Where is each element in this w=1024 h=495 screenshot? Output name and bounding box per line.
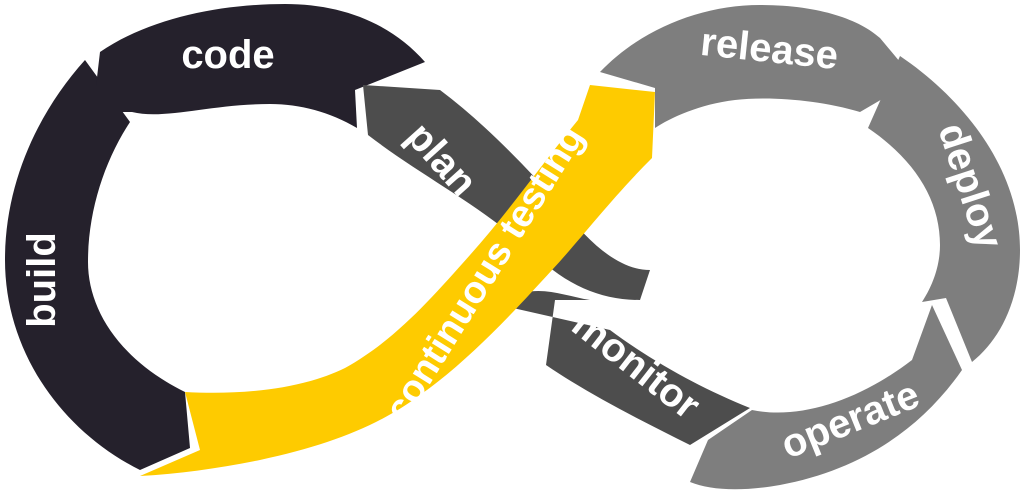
operate-segment bbox=[690, 305, 962, 490]
plan-segment bbox=[363, 85, 650, 300]
label-code: code bbox=[181, 33, 274, 77]
continuous-testing-arrow bbox=[140, 85, 655, 476]
build-segment bbox=[5, 60, 190, 470]
deploy-segment bbox=[868, 56, 1020, 362]
label-build: build bbox=[20, 232, 64, 328]
release-segment bbox=[600, 5, 915, 128]
monitor-segment bbox=[500, 290, 750, 445]
code-segment bbox=[96, 4, 425, 128]
